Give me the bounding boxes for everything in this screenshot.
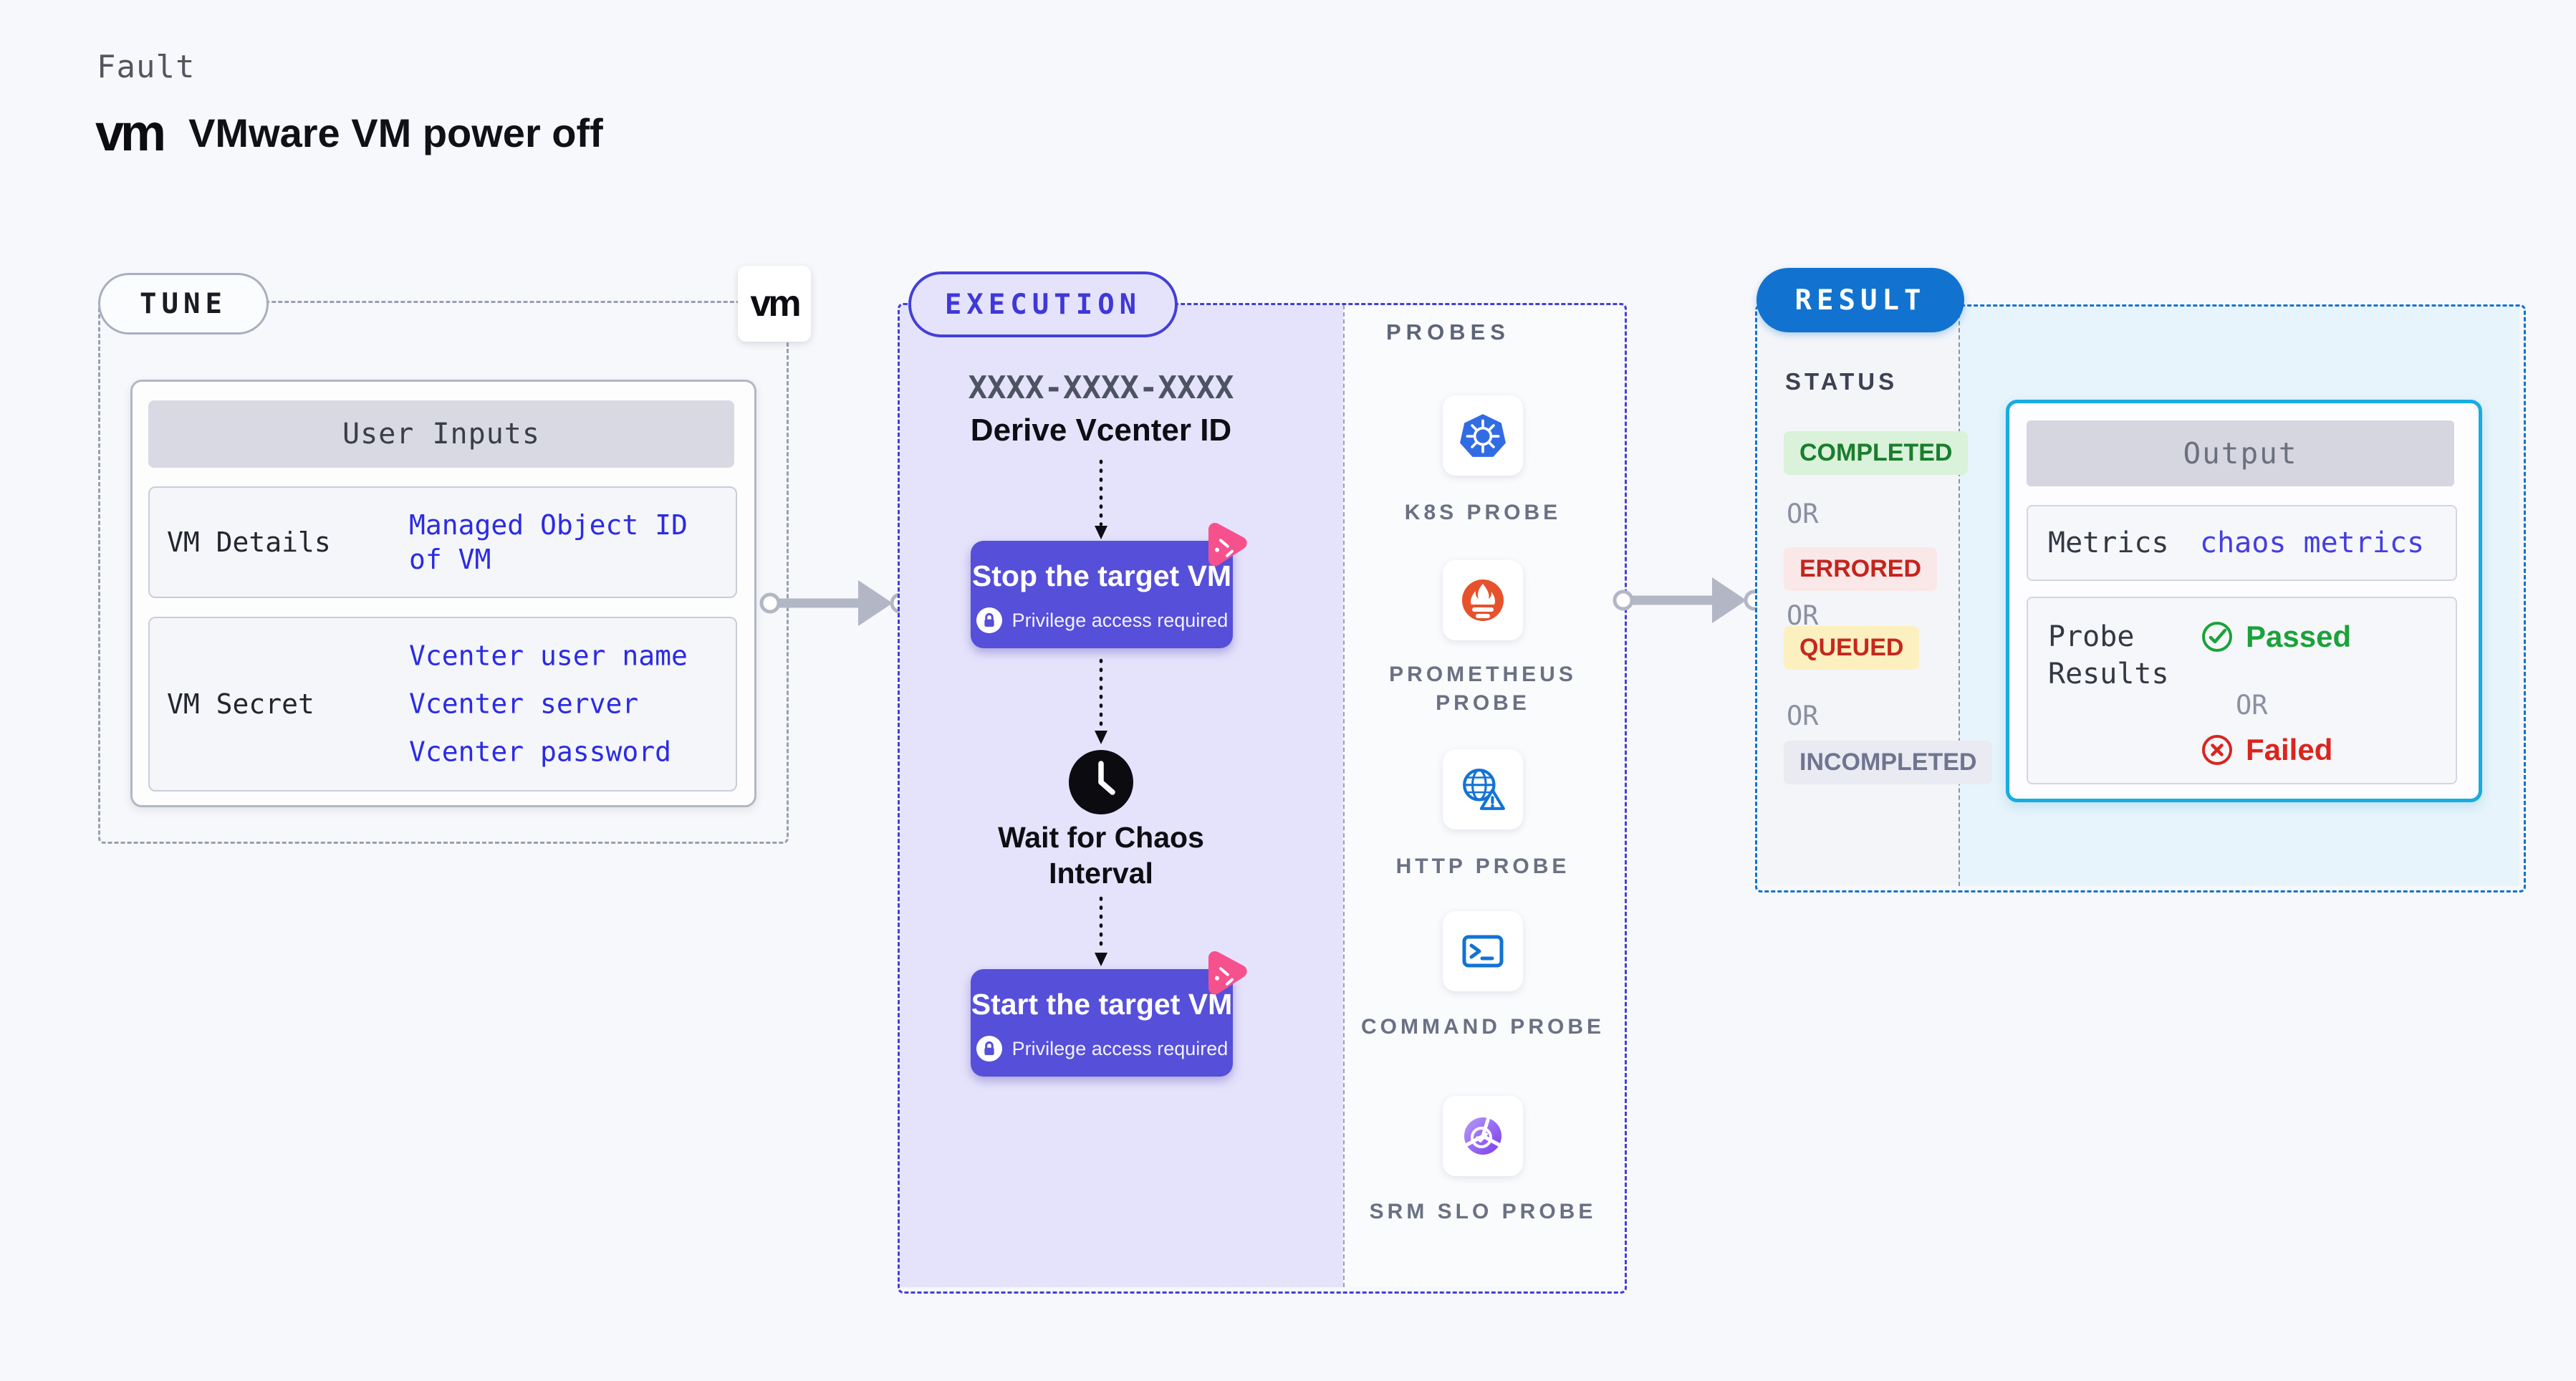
prometheus-probe-label: PROMETHEUS PROBE (1389, 663, 1577, 715)
status-badge-completed: COMPLETED (1784, 431, 1969, 475)
srm-slo-probe-label: SRM SLO PROBE (1369, 1200, 1597, 1223)
stop-target-vm-label: Stop the target VM (971, 559, 1232, 592)
stop-target-vm-step: Stop the target VM Privilege access requ… (971, 522, 1247, 648)
slo-donut-check-icon (1464, 1117, 1501, 1155)
wait-line-1: Wait for Chaos (998, 821, 1204, 854)
passed-label: Passed (2246, 620, 2352, 653)
arrow-execution-to-result (1613, 577, 1765, 623)
user-inputs-header: User Inputs (148, 400, 734, 468)
metrics-label: Metrics (2048, 526, 2169, 559)
vm-details-values: Managed Object ID of VM (409, 508, 688, 577)
chaos-fault-icon (1208, 951, 1247, 995)
metrics-row: Metrics chaos metrics (2027, 505, 2457, 581)
metrics-value: chaos metrics (2200, 526, 2425, 559)
x-circle-icon (2202, 735, 2232, 765)
failed-label: Failed (2246, 733, 2333, 766)
status-or-separator: OR (1787, 701, 1819, 731)
status-badge-queued: QUEUED (1784, 626, 1920, 670)
vm-secret-label: VM Secret (167, 688, 314, 720)
probe-passed-verdict: Passed (2200, 620, 2351, 654)
command-probe-card (1443, 911, 1523, 991)
fault-kicker: Fault (97, 49, 196, 85)
status-or-separator: OR (1787, 600, 1819, 631)
status-column-background (1757, 307, 1959, 886)
check-circle-icon (2202, 622, 2232, 652)
execution-section-outline (898, 303, 1627, 1294)
result-section-outline (1755, 304, 2526, 892)
status-title: STATUS (1785, 368, 1898, 395)
lock-icon (976, 1035, 1002, 1062)
http-probe-label: HTTP PROBE (1395, 855, 1570, 878)
probe-failed-verdict: Failed (2200, 733, 2332, 767)
globe-alert-icon (1463, 769, 1505, 810)
vmware-logo-icon: vm (750, 283, 801, 324)
start-target-vm-step: Start the target VM Privilege access req… (971, 951, 1247, 1077)
derive-vcenter-code: XXXX-XXXX-XXXX (968, 370, 1234, 406)
arrow-tune-to-execution (759, 580, 911, 626)
start-target-vm-label: Start the target VM (971, 988, 1233, 1021)
page-header: vm VMware VM power off (95, 107, 603, 159)
probe-results-row: Probe Results Passed OR Failed (2027, 597, 2457, 784)
flow-arrow-down-icon (1095, 896, 1107, 966)
verdict-or-separator: OR (2236, 690, 2268, 721)
probes-panel-title: PROBES (1386, 319, 1510, 345)
vm-details-value-line: Managed Object ID (409, 509, 688, 541)
output-card: Output Metrics chaos metrics Probe Resul… (2006, 400, 2482, 802)
vm-details-value-line: of VM (409, 544, 491, 575)
derive-vcenter-label: Derive Vcenter ID (970, 413, 1232, 448)
privilege-note: Privilege access required (1011, 609, 1229, 631)
flow-arrow-down-icon (1095, 459, 1107, 539)
prometheus-probe-card (1443, 560, 1523, 640)
result-badge: RESULT (1756, 268, 1964, 332)
status-badge-errored: ERRORED (1784, 547, 1938, 591)
vmware-logo: vm (95, 105, 166, 162)
probe-results-label: Probe Results (2048, 620, 2169, 690)
vm-secret-row: VM Secret Vcenter user name Vcenter serv… (148, 617, 737, 791)
status-or-separator: OR (1787, 499, 1819, 529)
lock-icon (976, 607, 1002, 634)
vm-details-label: VM Details (167, 526, 331, 558)
command-probe-label: COMMAND PROBE (1361, 1015, 1605, 1039)
page-title: VMware VM power off (188, 110, 603, 155)
wait-line-2: Interval (1049, 857, 1153, 890)
wait-clock-icon (1069, 750, 1133, 814)
kubernetes-icon (1460, 414, 1506, 457)
vm-secret-values: Vcenter user name Vcenter server Vcenter… (409, 632, 688, 776)
k8s-probe-card (1443, 395, 1523, 476)
vm-details-row: VM Details Managed Object ID of VM (148, 486, 737, 598)
http-probe-card (1443, 749, 1523, 829)
terminal-icon (1462, 935, 1504, 968)
vm-secret-value-line: Vcenter user name (409, 640, 688, 672)
chaos-fault-icon (1208, 522, 1247, 567)
prometheus-icon (1462, 579, 1504, 621)
output-header: Output (2027, 420, 2454, 486)
srm-slo-probe-card (1443, 1096, 1523, 1176)
execution-badge: EXECUTION (908, 271, 1178, 337)
user-inputs-card: User Inputs VM Details Managed Object ID… (130, 380, 756, 807)
flow-arrow-down-icon (1095, 658, 1107, 744)
wait-for-chaos-label: Wait for Chaos Interval (958, 819, 1244, 891)
vm-secret-value-line: Vcenter server (409, 688, 639, 720)
privilege-note: Privilege access required (1011, 1037, 1229, 1059)
vm-secret-value-line: Vcenter password (409, 736, 672, 768)
tune-section-outline (98, 301, 789, 844)
k8s-probe-label: K8S PROBE (1404, 501, 1562, 524)
status-badge-incompleted: INCOMPLETED (1784, 741, 1993, 784)
tune-badge: TUNE (98, 273, 269, 335)
vmware-target-card: vm (738, 266, 811, 342)
